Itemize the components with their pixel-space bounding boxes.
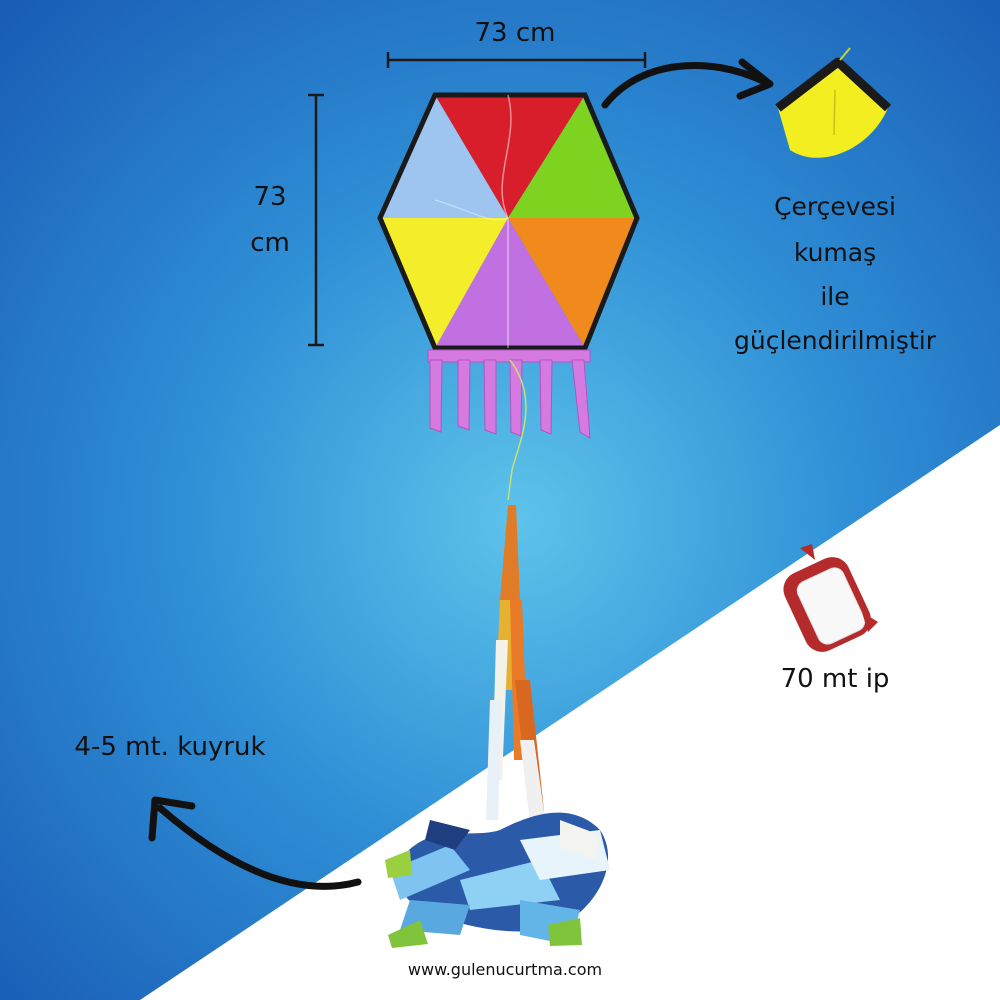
kite-tail-icon — [385, 505, 610, 948]
curved-arrow-icon — [148, 796, 362, 890]
width-dimension-line — [386, 52, 647, 68]
frame-note-line: Çerçevesi — [774, 192, 896, 221]
kite-string — [507, 359, 527, 501]
string-length-label: 70 mt ip — [780, 664, 890, 694]
tail-length-label: 4-5 mt. kuyruk — [74, 732, 266, 762]
website-label: www.gulenucurtma.com — [407, 960, 603, 979]
curved-arrow-icon — [601, 58, 774, 109]
reinforced-corner-icon — [775, 47, 892, 158]
kite-fringe — [427, 349, 591, 439]
frame-note-line: kumaş — [793, 238, 877, 267]
frame-note-line: ile — [820, 282, 850, 311]
string-reel-icon — [783, 544, 878, 652]
background-white-wedge — [140, 425, 1000, 1000]
frame-note-line: güçlendirilmiştir — [734, 326, 936, 355]
width-dimension-label: 73 cm — [474, 18, 556, 48]
height-dimension-line — [308, 93, 324, 347]
height-dimension-label: 73 — [253, 182, 287, 212]
kite-icon — [377, 92, 640, 351]
height-dimension-unit: cm — [250, 228, 290, 258]
